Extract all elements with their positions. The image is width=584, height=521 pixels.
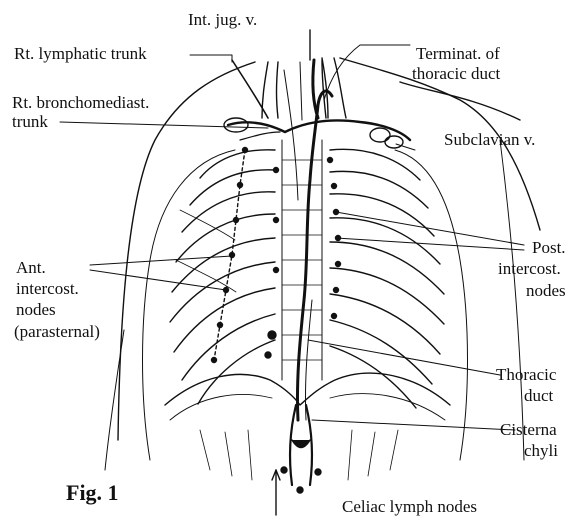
label-post-intercost-1: Post. [532,238,566,257]
label-rt-lymphatic-trunk: Rt. lymphatic trunk [14,44,147,63]
label-thoracic-duct-2: duct [524,386,553,405]
label-ant-intercost-1: Ant. [16,258,46,277]
cisterna-chyli [290,405,312,485]
label-cisterna-chyli-1: Cisterna [500,420,557,439]
label-int-jug-v: Int. jug. v. [188,10,257,29]
thoracic-duct [297,91,332,420]
label-ant-intercost-4: (parasternal) [14,322,100,341]
label-ant-intercost-2: intercost. [16,279,79,298]
celiac-lymph-nodes [281,467,321,493]
label-thoracic-duct-1: Thoracic [496,365,556,384]
ribs-right [330,149,444,408]
neck-outline [262,58,346,200]
ribs-left [170,150,275,404]
label-terminat-thoracic-duct-1: Terminat. of [416,44,500,63]
label-post-intercost-3: nodes [526,281,566,300]
label-terminat-thoracic-duct-2: thoracic duct [412,64,500,83]
vertebral-column [282,140,322,380]
label-cisterna-chyli-2: chyli [524,441,558,460]
label-celiac-lymph-nodes: Celiac lymph nodes [342,497,477,516]
anterior-intercostal-nodes [212,148,248,363]
figure-caption: Fig. 1 [66,480,119,506]
label-post-intercost-2: intercost. [498,259,561,278]
label-rt-bronchomediast-1: Rt. bronchomediast. [12,93,149,112]
label-subclavian-v: Subclavian v. [444,130,535,149]
label-rt-bronchomediast-2: trunk [12,112,48,131]
label-ant-intercost-3: nodes [16,300,56,319]
